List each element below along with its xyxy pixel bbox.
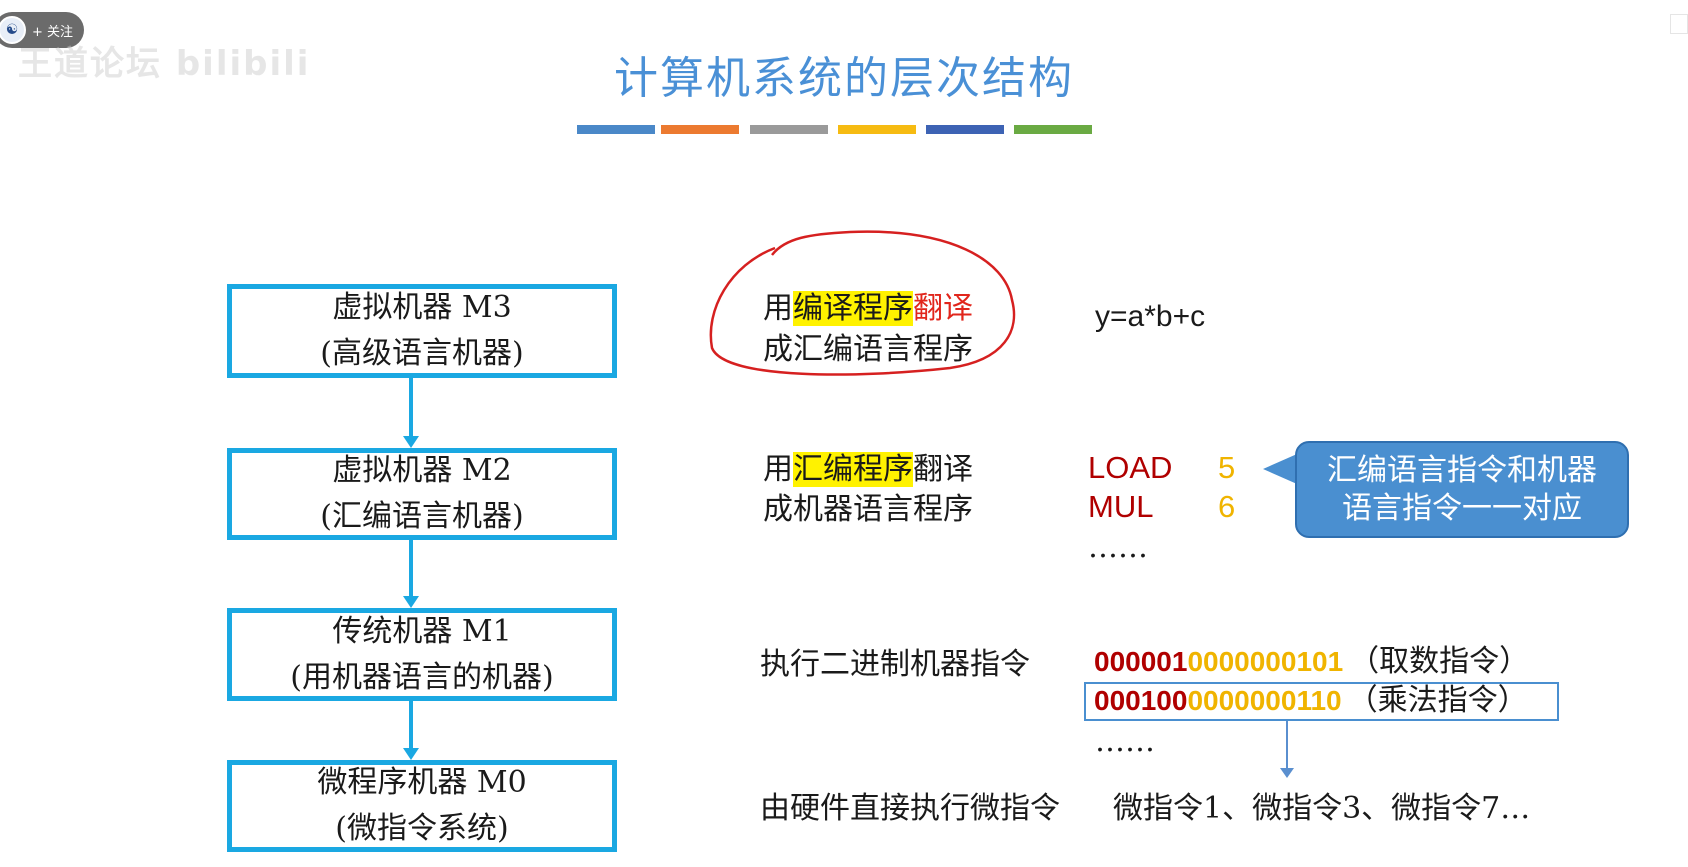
- compiler-highlight: 编译程序: [793, 291, 913, 326]
- title-underline-bar-1: [577, 125, 655, 134]
- machine-desc: (用机器语言的机器): [290, 655, 553, 701]
- machine-desc: (高级语言机器): [320, 331, 523, 377]
- level3-desc-prefix: 用: [763, 291, 793, 326]
- level2-desc-line2: 成机器语言程序: [763, 490, 973, 530]
- level2-desc-suffix: 翻译: [913, 452, 973, 487]
- machine-desc: (微指令系统): [335, 806, 508, 852]
- machine-box-m1: 传统机器 M1 (用机器语言的机器): [227, 608, 617, 701]
- connector-line: [409, 540, 413, 596]
- title-underline-bar-3: [750, 125, 828, 134]
- asm-operand: 5: [1218, 450, 1235, 486]
- machine-name: 微程序机器 M0: [317, 760, 526, 806]
- instruction-note: （取数指令）: [1349, 644, 1529, 679]
- corner-icon: [1670, 14, 1688, 34]
- example-statement: y=a*b+c: [1095, 300, 1205, 334]
- down-arrow-icon: [403, 436, 419, 448]
- machine-box-m2: 虚拟机器 M2 (汇编语言机器): [227, 448, 617, 540]
- machine-box-m3: 虚拟机器 M3 (高级语言机器): [227, 284, 617, 378]
- asm-operand: 6: [1218, 489, 1235, 525]
- binary-opcode: 000100: [1094, 685, 1187, 716]
- level0-desc: 由硬件直接执行微指令: [760, 789, 1060, 829]
- page-title: 计算机系统的层次结构: [0, 42, 1688, 106]
- level2-desc-line1: 用汇编程序翻译: [763, 450, 973, 490]
- connector-line: [409, 701, 413, 752]
- binary-ellipsis: ……: [1095, 722, 1155, 762]
- instruction-note: （乘法指令）: [1348, 683, 1528, 718]
- title-underline-bar-4: [838, 125, 916, 134]
- down-arrow-icon: [1280, 768, 1294, 778]
- level1-desc: 执行二进制机器指令: [760, 645, 1030, 685]
- binary-instruction-row: 0001000000000110（乘法指令）: [1094, 681, 1528, 721]
- asm-opcode: MUL: [1088, 489, 1153, 525]
- binary-opcode: 000001: [1094, 646, 1187, 677]
- asm-opcode: LOAD: [1088, 450, 1172, 486]
- level3-desc-line2: 成汇编语言程序: [763, 330, 973, 370]
- machine-box-m0: 微程序机器 M0 (微指令系统): [227, 760, 617, 852]
- binary-operand: 0000000101: [1187, 646, 1343, 677]
- level2-desc-prefix: 用: [763, 452, 793, 487]
- callout-pointer: [1263, 454, 1297, 484]
- callout-line: 汇编语言指令和机器: [1297, 452, 1627, 490]
- title-underline-bar-5: [926, 125, 1004, 134]
- machine-desc: (汇编语言机器): [320, 494, 523, 540]
- title-underline-bar-6: [1014, 125, 1092, 134]
- callout-bubble: 汇编语言指令和机器 语言指令一一对应: [1295, 441, 1629, 538]
- binary-operand: 0000000110: [1187, 685, 1341, 716]
- level3-desc-line1: 用编译程序翻译: [763, 289, 973, 329]
- asm-ellipsis: ……: [1088, 528, 1148, 568]
- assembler-highlight: 汇编程序: [793, 452, 913, 487]
- machine-name: 虚拟机器 M2: [332, 448, 511, 494]
- machine-name: 虚拟机器 M3: [332, 285, 511, 331]
- down-arrow-icon: [403, 748, 419, 760]
- down-arrow-icon: [403, 596, 419, 608]
- title-underline-bar-2: [661, 125, 739, 134]
- translate-emphasis: 翻译: [913, 291, 973, 326]
- connector-line: [409, 378, 413, 436]
- machine-name: 传统机器 M1: [332, 609, 511, 655]
- pointer-line: [1286, 721, 1288, 770]
- binary-instruction-row: 0000010000000101（取数指令）: [1094, 642, 1529, 682]
- micro-instruction-list: 微指令1、微指令3、微指令7…: [1113, 789, 1530, 829]
- callout-line: 语言指令一一对应: [1297, 490, 1627, 528]
